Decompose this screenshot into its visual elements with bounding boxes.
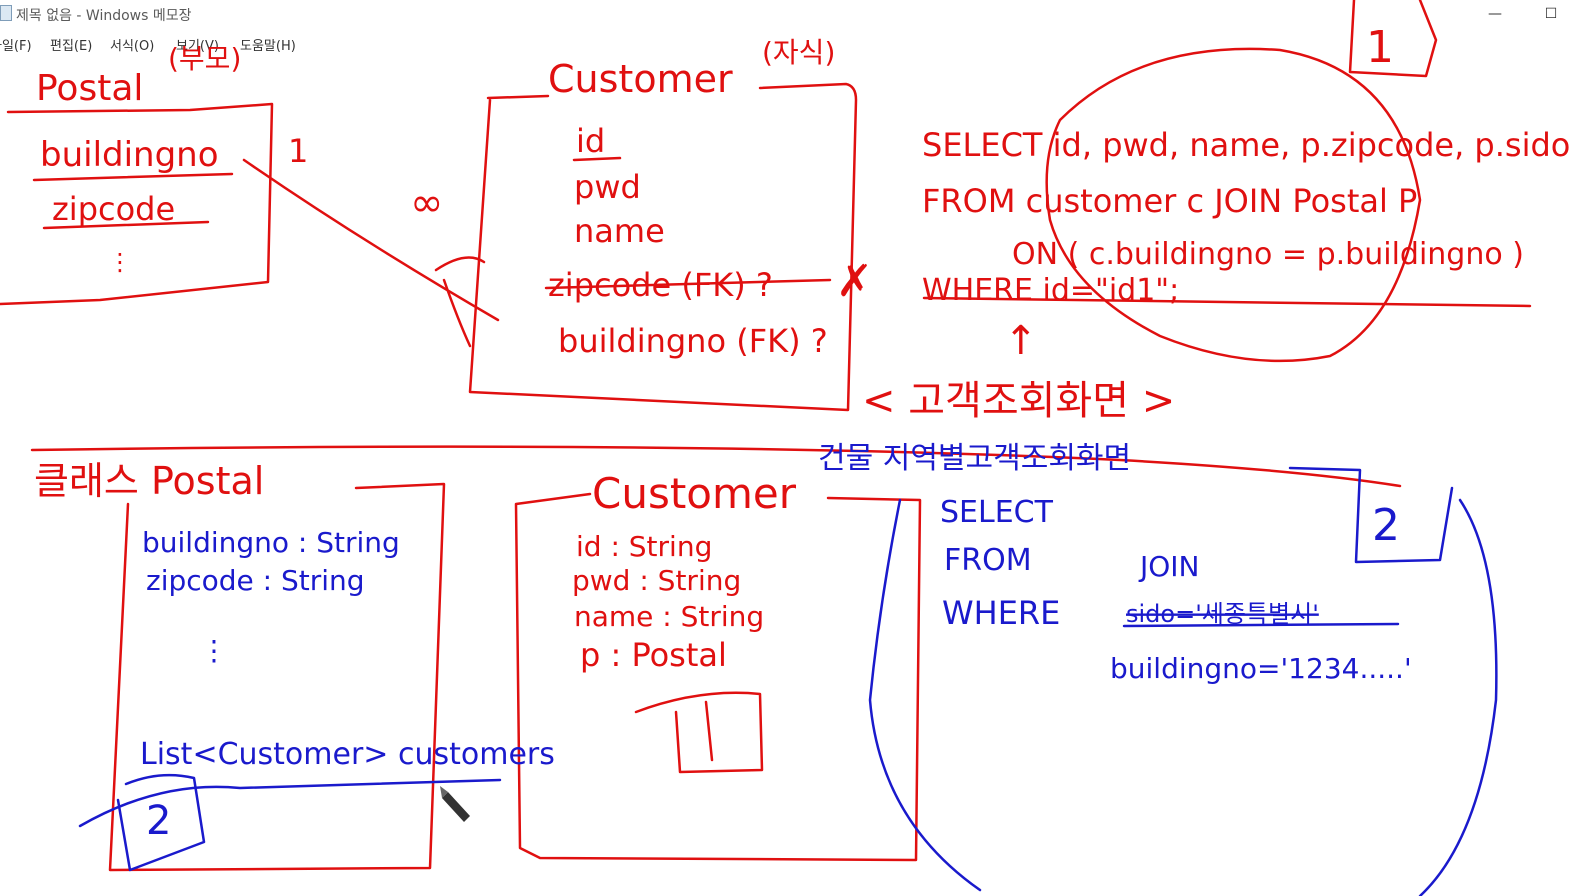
customer-field-pwd: pwd — [574, 168, 641, 206]
class-postal-badge-box — [116, 773, 206, 872]
class-customer-badge-box — [634, 691, 764, 774]
pen-cursor-icon — [440, 786, 470, 822]
class-customer-badge-number: 1 — [698, 751, 699, 753]
query2-caption: 건물 지역별고객조회화면 — [818, 441, 1131, 476]
window-title: 제목 없음 - Windows 메모장 — [16, 8, 192, 24]
section-divider — [30, 445, 1402, 488]
class-postal-ellipsis: ⋮ — [200, 634, 228, 667]
class-customer-field-postal: p : Postal — [580, 636, 727, 674]
query1-caption: < 고객조회화면 > — [862, 378, 1175, 424]
postal-entity-box — [0, 102, 274, 306]
menu-format[interactable]: 서식(O) — [110, 39, 155, 54]
class-customer-box — [514, 492, 922, 862]
postal-field-buildingno: buildingno — [40, 135, 219, 175]
menu-bar: 파일(F) 편집(E) 서식(O) 보기(V) 도움말(H) — [0, 30, 1587, 56]
query2-condition: buildingno='1234.....' — [1110, 652, 1412, 685]
id-underline — [572, 156, 622, 162]
customer-entity-box — [468, 82, 858, 412]
class-customer-badge-one — [704, 700, 714, 762]
class-postal-list-field: List<Customer> customers — [140, 737, 555, 772]
zipcode-strike — [544, 278, 832, 290]
crowfoot-mark — [434, 256, 486, 348]
class-customer-field-pwd: pwd : String — [572, 564, 741, 597]
menu-view[interactable]: 보기(V) — [176, 39, 219, 54]
customer-field-buildingno-fk: buildingno (FK) ? — [558, 322, 828, 360]
class-customer-title: Customer — [592, 469, 797, 518]
postal-field-zipcode: zipcode — [52, 190, 175, 228]
postal-divider-line — [32, 172, 234, 182]
notepad-icon — [0, 5, 12, 21]
postal-ellipsis: ⋮ — [108, 248, 132, 276]
query1-line-select: SELECT id, pwd, name, p.zipcode, p.sido — [922, 126, 1570, 164]
zipcode-cross-mark: ✗ — [836, 256, 873, 307]
class-postal-box — [108, 482, 446, 872]
query2-circle — [868, 498, 1498, 896]
class-postal-badge-number: 2 — [146, 798, 171, 844]
customer-field-zipcode-fk: zipcode (FK) ? — [548, 266, 773, 304]
customer-role-label: (자식) — [762, 36, 835, 69]
query2-struck-underline — [1122, 622, 1400, 628]
query2-where: WHERE — [942, 594, 1060, 632]
query1-badge-number: 1 — [1366, 22, 1394, 73]
query2-select: SELECT — [940, 495, 1054, 530]
query2-badge-number: 2 — [1372, 500, 1400, 551]
customer-cardinality: ∞ — [410, 180, 443, 226]
menu-edit[interactable]: 편집(E) — [50, 39, 93, 54]
relationship-line — [242, 158, 500, 322]
query1-line-from: FROM customer c JOIN Postal P — [922, 182, 1417, 220]
class-postal-label: 클래스 Postal — [34, 459, 264, 503]
query2-badge-box — [1288, 466, 1454, 564]
query1-line-on: ON ( c.buildingno = p.buildingno ) — [1012, 237, 1524, 272]
class-postal-field-zipcode: zipcode : String — [146, 564, 365, 597]
class-customer-field-name: name : String — [574, 600, 764, 633]
minimize-button[interactable]: — — [1488, 6, 1502, 22]
query1-underline — [922, 296, 1532, 308]
badge1-top-box — [1348, 0, 1438, 78]
customer-field-id: id — [576, 122, 605, 160]
query2-struck-condition: sido='세종특별시' — [1126, 600, 1319, 628]
class-postal-list-underline — [78, 778, 502, 828]
query2-from: FROM — [944, 543, 1032, 578]
postal-role-label: (부모) — [168, 42, 241, 75]
menu-help[interactable]: 도움말(H) — [240, 39, 296, 54]
query1-circle — [1045, 47, 1422, 363]
postal-cardinality: 1 — [288, 132, 308, 170]
class-postal-field-buildingno: buildingno : String — [142, 526, 400, 559]
title-bar: 제목 없음 - Windows 메모장 — ☐ — [0, 0, 1587, 28]
customer-field-name: name — [574, 212, 665, 250]
query1-arrow: ↑ — [1004, 318, 1038, 364]
query1-line-where: WHERE id="id1"; — [922, 273, 1179, 308]
zipcode-underline — [42, 220, 210, 230]
query2-join: JOIN — [1138, 550, 1200, 583]
customer-entity-title: Customer — [548, 57, 733, 101]
postal-entity-title: Postal — [36, 68, 143, 109]
maximize-button[interactable]: ☐ — [1544, 6, 1558, 22]
class-customer-field-id: id : String — [576, 530, 712, 563]
menu-file[interactable]: 파일(F) — [0, 39, 32, 54]
